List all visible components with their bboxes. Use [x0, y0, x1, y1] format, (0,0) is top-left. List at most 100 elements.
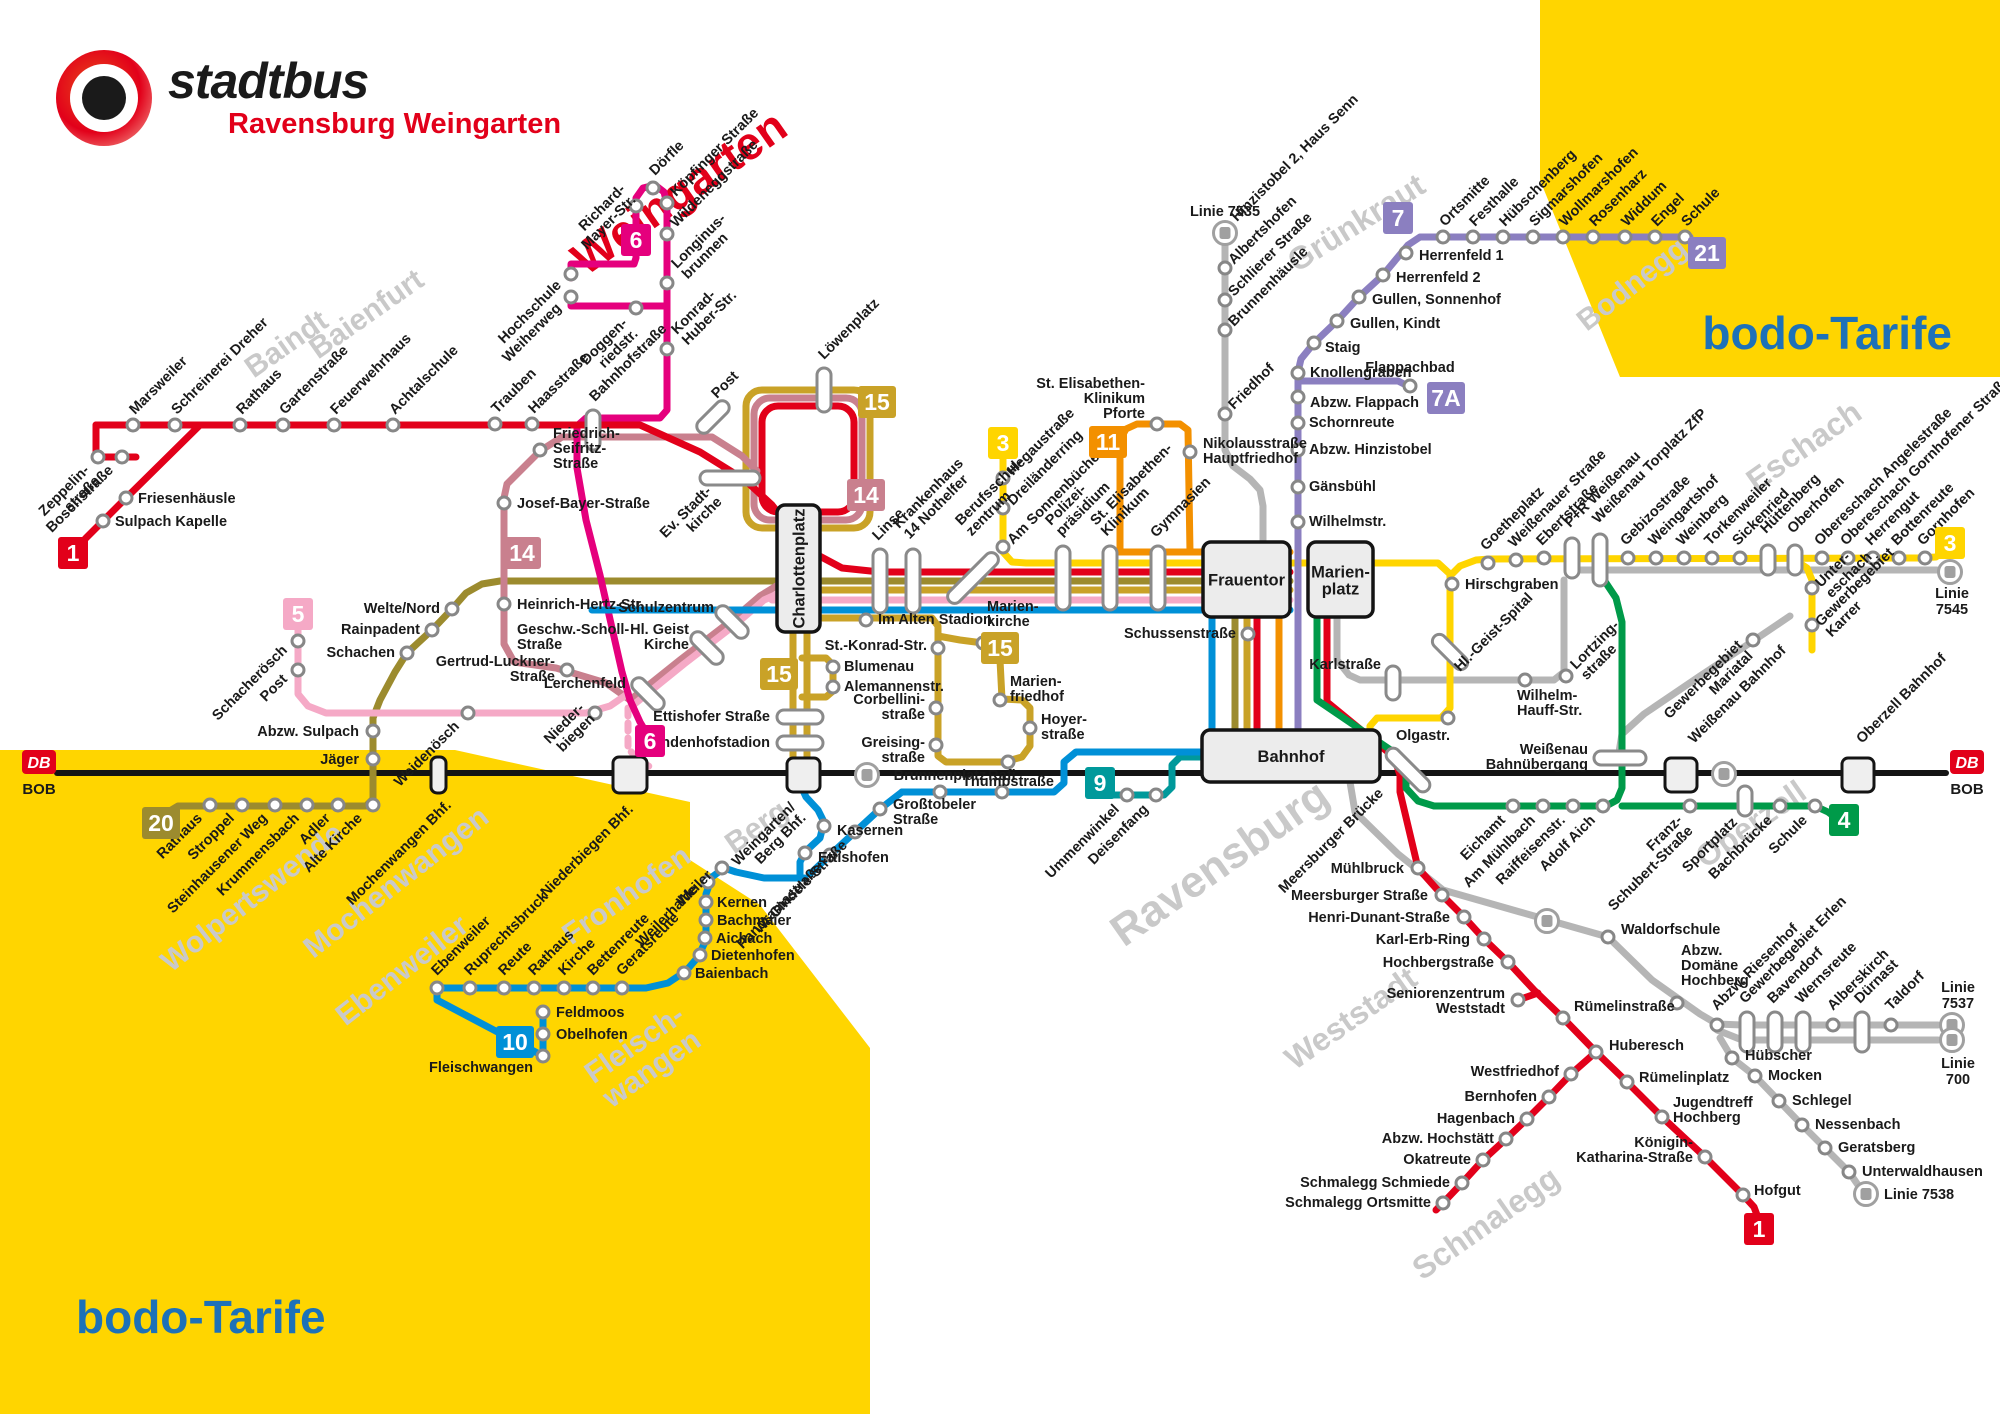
station-dot — [1508, 552, 1524, 568]
station-capsule — [1736, 784, 1754, 818]
station-label: Kasernen — [837, 823, 903, 839]
line-7 — [1294, 377, 1412, 390]
station-dot — [1435, 1195, 1451, 1211]
station-label: Gullen, Kindt — [1350, 316, 1440, 332]
station-dot — [1465, 229, 1481, 245]
station-dot — [267, 797, 283, 813]
station-label: Lerchenfeld — [544, 676, 626, 692]
station-dot — [496, 495, 512, 511]
station-capsule — [695, 399, 731, 435]
station-dot — [1498, 1131, 1514, 1147]
station-dot — [563, 289, 579, 305]
station-dot — [1217, 322, 1233, 338]
station-dot — [1440, 710, 1456, 726]
station-dot — [365, 751, 381, 767]
line-badge-number: 20 — [148, 810, 174, 836]
line-badge-number: 14 — [853, 482, 879, 508]
station-dot — [1456, 909, 1472, 925]
station-dot — [858, 612, 874, 628]
line-badge — [621, 224, 651, 256]
station-dot — [399, 645, 415, 661]
station-dot — [645, 180, 661, 196]
station-dot — [659, 341, 675, 357]
station-label: Corbellini-straße — [853, 692, 925, 723]
station-capsule — [1786, 543, 1804, 577]
station-label: Hochbergstraße — [1383, 955, 1494, 971]
station-label: Gänsbühl — [1309, 479, 1376, 495]
station-label: Rümelinplatz — [1639, 1070, 1729, 1086]
station-label: Schachen — [327, 645, 396, 661]
line-badge-number: 9 — [1094, 770, 1107, 796]
station-dot — [1682, 798, 1698, 814]
station-label: Bernhofen — [1465, 1089, 1538, 1105]
station-dot — [1495, 229, 1511, 245]
station-dot — [1814, 550, 1830, 566]
station-dot — [563, 266, 579, 282]
station-label: Nessenbach — [1815, 1117, 1900, 1133]
station-label: Josef-Bayer-Straße — [517, 496, 650, 512]
station-label: Gertrud-Luckner-Straße — [436, 654, 555, 685]
station-label: Post — [709, 368, 743, 402]
station-label: Hirschgraben — [1465, 577, 1558, 593]
station-dot — [524, 416, 540, 432]
station-dot — [118, 490, 134, 506]
station-label: Oberzell Bahnhof — [1854, 651, 1950, 747]
station-dot — [1217, 406, 1233, 422]
station-capsule — [584, 408, 602, 452]
station-label: Geschw.-Scholl-Straße — [517, 622, 629, 653]
line-badge — [503, 537, 541, 569]
interchange-box — [1201, 540, 1292, 619]
station-dot — [1841, 1164, 1857, 1180]
line-14 — [500, 433, 644, 704]
station-capsule — [1101, 544, 1119, 612]
line-badge — [496, 1026, 534, 1058]
station-dot — [526, 980, 542, 996]
station-capsule — [1738, 1010, 1756, 1054]
station-dot — [444, 601, 460, 617]
station-dot — [1648, 550, 1664, 566]
line-badge-number: 1 — [1753, 1216, 1766, 1242]
station-dot — [1620, 550, 1636, 566]
station-dot — [559, 662, 575, 678]
line-badge-number: 14 — [509, 540, 535, 566]
station-dot — [1555, 229, 1571, 245]
station-dot — [1535, 798, 1551, 814]
station-dot — [1735, 1187, 1751, 1203]
station-label: Welte/Nord — [364, 601, 440, 617]
interchange-label: Frauentor — [1208, 572, 1286, 590]
station-label: Brunnenplatz — [894, 768, 987, 784]
station-label: Im Alten Stadion — [878, 612, 992, 628]
station-label: Mühlbruck — [1331, 861, 1405, 877]
station-dot — [825, 659, 841, 675]
line-badge — [58, 537, 88, 569]
station-label: Hagenbach — [1437, 1111, 1515, 1127]
station-dot — [992, 692, 1008, 708]
station-dot — [487, 416, 503, 432]
station-dot — [1290, 389, 1306, 405]
station-capsule — [1054, 544, 1072, 612]
line-15 — [934, 632, 987, 647]
station-label: Gewerbegebiet Erlen — [1737, 894, 1850, 1007]
station-label: Schussenstraße — [1124, 626, 1236, 642]
map-text: Linie 7538 — [1884, 1187, 1954, 1203]
station-label: Gymnasien — [1148, 474, 1215, 541]
station-label: Schornreute — [1309, 415, 1394, 431]
station-label: Friesenhäusle — [138, 491, 236, 507]
station-label: Schmalegg Schmiede — [1300, 1175, 1450, 1191]
station-dot — [1585, 229, 1601, 245]
line-badge-number: 6 — [644, 728, 657, 754]
line-badge-number: 10 — [502, 1029, 528, 1055]
interchange-label: Charlottenplatz — [791, 508, 809, 628]
station-label: Rümelinstraße — [1574, 999, 1675, 1015]
station-dot — [460, 705, 476, 721]
station-dot — [628, 198, 644, 214]
station-label: Kernen — [717, 895, 767, 911]
line-badge — [760, 658, 798, 690]
station-dot — [614, 980, 630, 996]
